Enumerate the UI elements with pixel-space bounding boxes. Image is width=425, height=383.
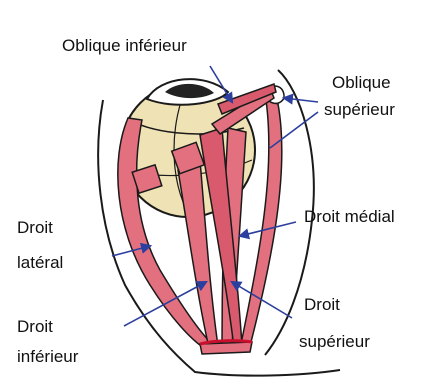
label-droit-superieur-line2: supérieur [299, 332, 370, 352]
label-oblique-superieur-line2: supérieur [324, 100, 395, 120]
label-droit-medial: Droit médial [304, 207, 395, 227]
pointer-oblique-superieur [284, 98, 318, 102]
label-droit-lateral-line2: latéral [17, 253, 63, 273]
label-droit-superieur-line1: Droit [304, 295, 340, 315]
label-oblique-inferieur: Oblique inférieur [62, 36, 187, 56]
label-oblique-superieur-line1: Oblique [332, 73, 391, 93]
label-droit-inferieur-line1: Droit [17, 317, 53, 337]
label-droit-lateral-line1: Droit [17, 218, 53, 238]
label-droit-inferieur-line2: inférieur [17, 347, 78, 367]
